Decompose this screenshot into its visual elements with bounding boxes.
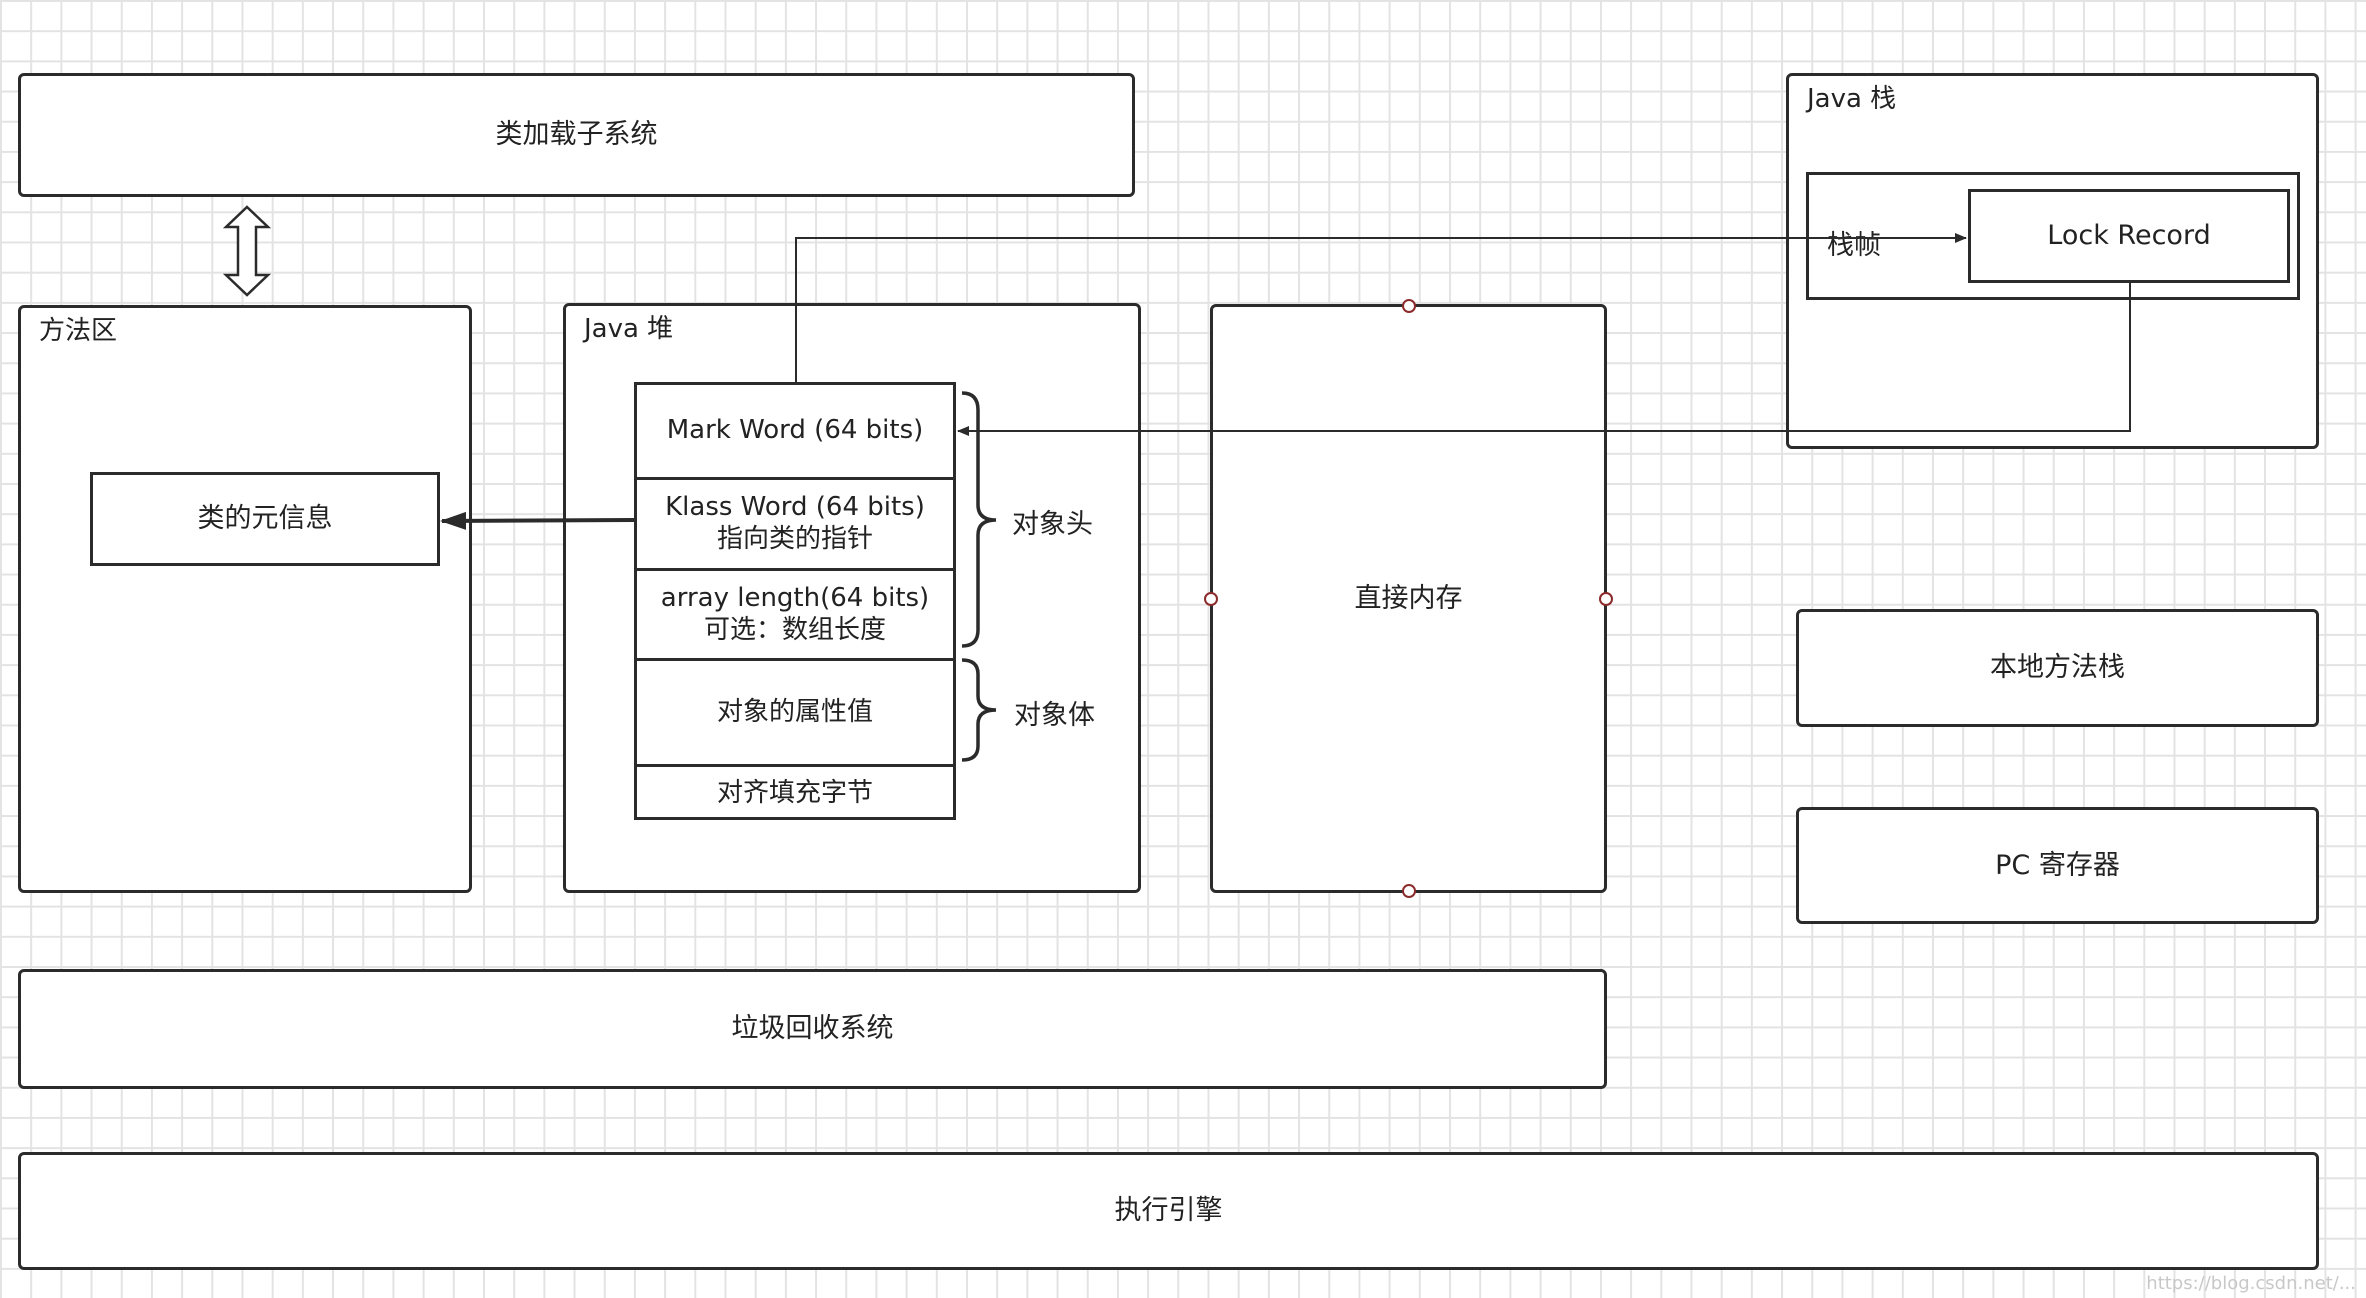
- klass-pointer-arrow: [440, 511, 635, 530]
- java-heap-title: Java 堆: [584, 314, 674, 344]
- lock-record: Lock Record: [1968, 189, 2290, 283]
- array-length-optional-label: 可选：数组长度: [703, 614, 886, 645]
- connection-point-top: [1402, 299, 1416, 313]
- execution-engine: 执行引擎: [18, 1152, 2319, 1270]
- method-area: 方法区: [18, 305, 472, 893]
- stack-frame: 栈帧: [1806, 172, 2300, 300]
- stack-frame-label: 栈帧: [1827, 230, 1881, 261]
- mark-word-label: Mark Word (64 bits): [666, 415, 924, 446]
- object-body-brace: [961, 658, 997, 762]
- garbage-collection-system: 垃圾回收系统: [18, 969, 1607, 1089]
- native-method-stack: 本地方法栈: [1796, 609, 2319, 727]
- watermark: https://blog.csdn.net/...: [2146, 1273, 2356, 1294]
- object-header-brace: [961, 391, 997, 648]
- fields-cell: 对象的属性值: [637, 658, 953, 764]
- lock-record-to-mark-word-line: [957, 283, 2131, 436]
- class-metadata-label: 类的元信息: [197, 503, 333, 535]
- native-method-stack-label: 本地方法栈: [1990, 652, 2125, 684]
- connection-point-bottom: [1402, 884, 1416, 898]
- object-layout: Mark Word (64 bits) Klass Word (64 bits)…: [634, 382, 956, 820]
- direct-memory-label: 直接内存: [1354, 582, 1463, 614]
- object-body-label: 对象体: [1014, 700, 1095, 731]
- mark-word-to-lock-record-line: [795, 233, 1967, 382]
- padding-label: 对齐填充字节: [716, 777, 873, 808]
- array-length-cell: array length(64 bits) 可选：数组长度: [637, 568, 953, 658]
- klass-word-cell: Klass Word (64 bits) 指向类的指针: [637, 477, 953, 568]
- java-stack-title: Java 栈: [1807, 84, 1897, 114]
- class-metadata-box: 类的元信息: [90, 472, 440, 566]
- method-area-title: 方法区: [39, 316, 118, 346]
- object-header-label: 对象头: [1012, 509, 1093, 540]
- pc-register: PC 寄存器: [1796, 807, 2319, 924]
- padding-cell: 对齐填充字节: [637, 764, 953, 820]
- garbage-collection-label: 垃圾回收系统: [731, 1013, 894, 1045]
- array-length-label: array length(64 bits): [660, 582, 930, 613]
- direct-memory: 直接内存: [1210, 304, 1607, 893]
- connection-point-left: [1204, 592, 1218, 606]
- lock-record-label: Lock Record: [2047, 220, 2211, 252]
- klass-pointer-label: 指向类的指针: [716, 524, 873, 554]
- class-loader-label: 类加载子系统: [495, 119, 658, 151]
- fields-label: 对象的属性值: [716, 696, 873, 727]
- pc-register-label: PC 寄存器: [1995, 849, 2120, 881]
- klass-word-label: Klass Word (64 bits): [665, 492, 925, 523]
- mark-word-cell: Mark Word (64 bits): [637, 385, 953, 477]
- connection-point-right: [1599, 592, 1613, 606]
- double-arrow-icon: [222, 205, 272, 297]
- execution-engine-label: 执行引擎: [1114, 1195, 1223, 1227]
- class-loader-subsystem: 类加载子系统: [18, 73, 1135, 197]
